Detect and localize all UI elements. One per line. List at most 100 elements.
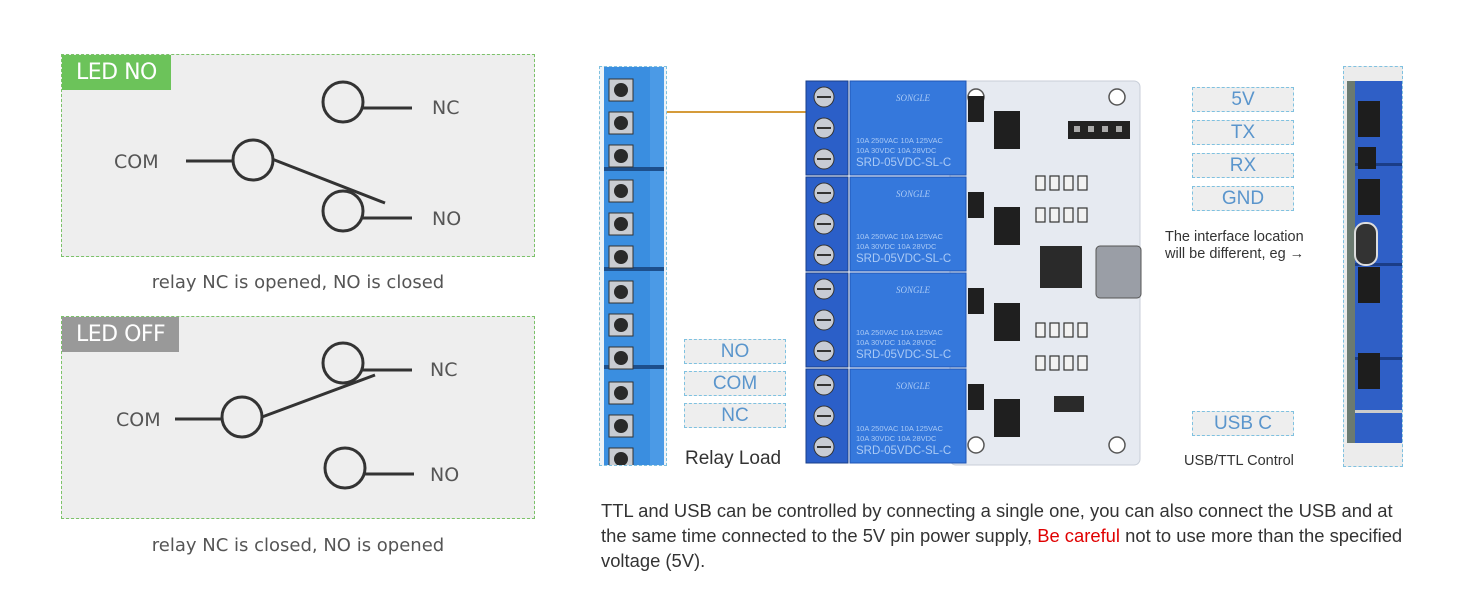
board-side-view [1343,66,1403,467]
relay-body [849,272,967,368]
relay-rating: 10A 30VDC 10A 28VDC [856,338,937,347]
no-label: NO [430,464,460,486]
relay-rating: 10A 30VDC 10A 28VDC [856,146,937,155]
relay-rating: 10A 250VAC 10A 125VAC [856,328,943,337]
relay-rating: 10A 250VAC 10A 125VAC [856,232,943,241]
mount-hole [1108,88,1126,106]
led-no-tag: LED NO [62,55,171,90]
optocoupler [994,303,1020,341]
com-contact-icon [220,395,264,439]
relay-model: SRD-05VDC-SL-C [856,349,951,361]
pin-label-nc: NC [684,403,786,428]
smd-resistor [1049,355,1060,371]
pin-label-5v: 5V [1192,87,1294,112]
relay-rating: 10A 30VDC 10A 28VDC [856,434,937,443]
smd-resistor [1035,355,1046,371]
nc-contact-icon [321,80,365,124]
relay-body [849,80,967,176]
pin-label-usb-c: USB C [1192,411,1294,436]
usb-ttl-control-label: USB/TTL Control [1184,453,1294,469]
voltage-regulator [1054,396,1084,412]
smd-resistor [1077,355,1088,371]
nc-contact-icon [321,341,365,385]
mount-hole [1108,436,1126,454]
led-off-tag: LED OFF [62,317,180,352]
relay-model: SRD-05VDC-SL-C [856,157,951,169]
relay-brand: SONGLE [896,93,931,103]
pin-label-com: COM [684,371,786,396]
description-text: TTL and USB can be controlled by connect… [601,498,1411,573]
no-label: NO [432,208,462,230]
connector-wire [667,111,807,113]
usb-c-port [1095,245,1142,299]
relay-model: SRD-05VDC-SL-C [856,445,951,457]
mount-hole [967,436,985,454]
pin-label-gnd: GND [1192,186,1294,211]
smd-resistor [1035,175,1046,191]
optocoupler [994,111,1020,149]
relay-switch-diagram-off [175,341,414,490]
smd-resistor [1063,207,1074,223]
pin-label-rx: RX [1192,153,1294,178]
smd-resistor [1077,175,1088,191]
no-contact-icon [321,189,365,233]
relay-body [849,368,967,464]
optocoupler [994,399,1020,437]
relay-brand: SONGLE [896,285,931,295]
usb-c-side-icon [1354,222,1378,266]
nc-label: NC [432,97,460,119]
interface-note-line1: The interface location [1165,229,1304,245]
no-contact-icon [323,446,367,490]
nc-label: NC [430,359,458,381]
description-part1: TTL and USB can be controlled by connect… [601,500,1393,546]
relay-switch-diagram-no [186,80,412,233]
smd-resistor [1035,207,1046,223]
smd-resistor [1063,322,1074,338]
side-view-image [1347,81,1402,443]
relay-load-terminal-strip [599,66,667,471]
relay-rating: 10A 250VAC 10A 125VAC [856,136,943,145]
relay-body [849,176,967,272]
smd-resistor [1049,207,1060,223]
relay-rating: 10A 250VAC 10A 125VAC [856,424,943,433]
switch-arm [261,373,376,419]
smd-resistor [1049,175,1060,191]
diode [968,96,984,122]
description-part2: not to use more than the specified volta… [601,525,1403,571]
smd-resistor [1063,175,1074,191]
smd-resistor [1077,207,1088,223]
diode [968,288,984,314]
led-off-panel: LED OFF COM NC NO [61,316,535,519]
mcu-chip [1040,246,1082,288]
diode [968,384,984,410]
pin-label-no: NO [684,339,786,364]
relay-brand: SONGLE [896,189,931,199]
relay-load-label: Relay Load [685,448,782,469]
screw-terminal-block-image [604,67,664,471]
warning-text: Be careful [1037,525,1120,546]
led-off-caption: relay NC is closed, NO is opened [151,535,445,556]
relay-rating: 10A 30VDC 10A 28VDC [856,242,937,251]
smd-resistor [1077,322,1088,338]
ttl-header-pins [1068,121,1130,139]
led-no-panel: LED NO COM NC NO [61,54,535,257]
smd-resistor [1063,355,1074,371]
com-label: COM [114,151,159,173]
interface-note-line2: will be different, eg → [1165,246,1305,262]
diode [968,192,984,218]
switch-arm [271,157,386,205]
com-contact-icon [231,138,275,182]
relay-brand: SONGLE [896,381,931,391]
smd-resistor [1035,322,1046,338]
com-label: COM [116,409,161,431]
smd-resistor [1049,322,1060,338]
led-no-caption: relay NC is opened, NO is closed [151,272,445,293]
optocoupler [994,207,1020,245]
relay-model: SRD-05VDC-SL-C [856,253,951,265]
pin-label-tx: TX [1192,120,1294,145]
